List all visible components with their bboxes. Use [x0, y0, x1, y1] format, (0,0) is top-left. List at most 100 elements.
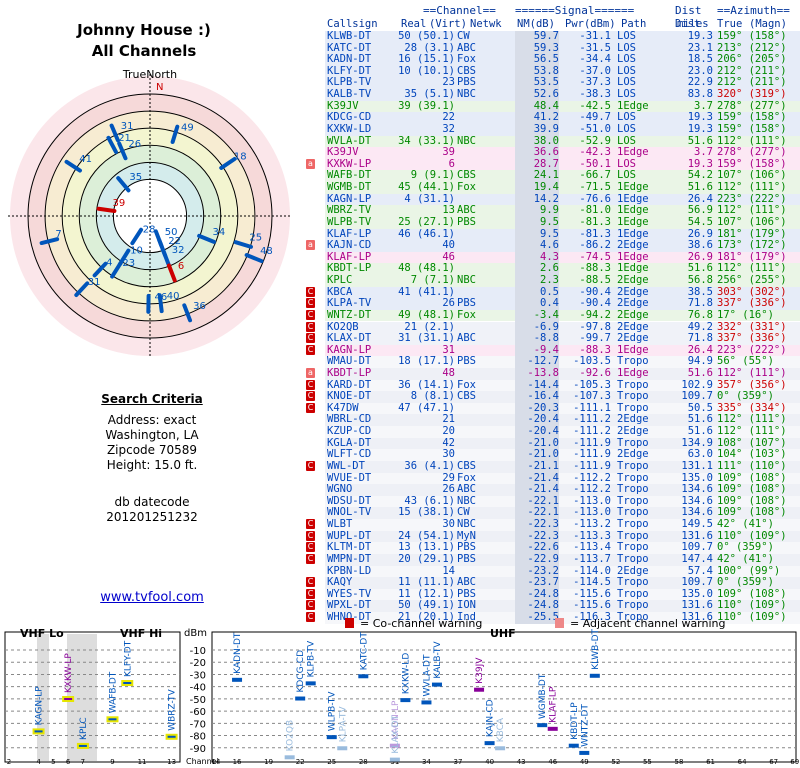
station-bar-label: WLPB-TV — [328, 691, 338, 731]
cell-channel: 11 (11.1) — [398, 576, 455, 589]
cell-path: 1Edge — [617, 250, 649, 263]
station-bar-label: WGMB-DT — [538, 673, 548, 719]
cell-callsign: KBDT-LP — [327, 262, 372, 275]
cell-azimuth: 0° (359°) — [717, 390, 774, 403]
cell-pwr: -71.5 — [579, 181, 611, 194]
station-label: 31 — [88, 277, 101, 288]
cell-pwr: -103.5 — [573, 355, 611, 368]
cell-channel: 50 (49.1) — [398, 599, 455, 612]
station-bar — [389, 743, 400, 748]
station-bar — [589, 673, 600, 678]
cell-callsign: KBDT-LP — [327, 366, 372, 379]
station-bar-label: KAGN-LP — [35, 686, 45, 726]
cell-pwr: -113.0 — [573, 506, 611, 519]
cell-pwr: -88.5 — [579, 274, 611, 287]
cell-dist: 109.7 — [681, 541, 713, 554]
cell-callsign: WVLA-DT — [327, 134, 372, 147]
cell-azimuth: 109° (108°) — [717, 587, 787, 600]
x-tick: 34 — [422, 758, 431, 766]
tvfool-link[interactable]: www.tvfool.com — [100, 590, 204, 605]
cell-azimuth: 100° (99°) — [717, 564, 781, 577]
cell-channel: 18 (17.1) — [398, 355, 455, 368]
station-bar — [421, 700, 432, 705]
cell-dist: 51.6 — [687, 366, 713, 379]
cell-callsign: WWL-DT — [327, 459, 365, 472]
station-mark — [157, 293, 164, 314]
cell-path: Tropo — [617, 355, 649, 368]
co-channel-warning-icon: C — [306, 379, 315, 390]
col-header-netwk: Netwk — [470, 18, 502, 30]
cell-path: Tropo — [617, 611, 649, 623]
search-criteria: Search Criteria Address: exact Washingto… — [0, 392, 304, 525]
cell-azimuth: 181° (179°) — [717, 250, 787, 263]
x-tick: 61 — [706, 758, 715, 766]
y-tick: -70 — [190, 719, 206, 730]
cell-channel: 47 (47.1) — [398, 401, 455, 414]
x-tick: 6 — [66, 758, 71, 766]
cell-pwr: -81.3 — [579, 227, 611, 240]
cell-callsign: K47DW — [327, 401, 359, 414]
cell-path: LOS — [617, 88, 636, 101]
cell-callsign: K39JV — [327, 146, 359, 159]
cell-nm: -3.4 — [515, 309, 559, 322]
station-bar — [62, 696, 75, 703]
col-header-magn: (Magn) — [749, 18, 787, 30]
cell-callsign: KPBN-LD — [327, 564, 372, 577]
x-tick: 2 — [7, 758, 11, 766]
cell-nm: -14.4 — [515, 379, 559, 392]
cell-dist: 63.0 — [687, 448, 713, 461]
cell-callsign: KBCA — [327, 285, 353, 298]
